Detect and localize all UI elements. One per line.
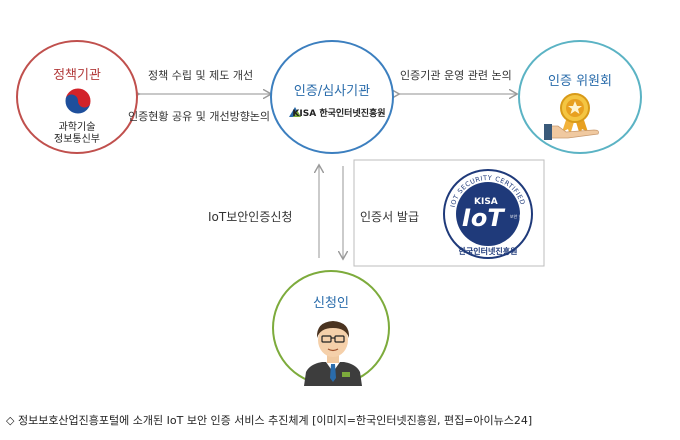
- node-gov-org-line1: 과학기술: [58, 122, 96, 133]
- label-status-share: 인증현황 공유 및 개선방향논의: [128, 110, 271, 123]
- node-committee-title: 인증 위원회: [548, 74, 612, 89]
- badge-kisa: KISA: [474, 197, 498, 207]
- taegeuk-icon: [64, 87, 92, 115]
- person-icon: [304, 321, 362, 386]
- award-hand-icon: [544, 93, 599, 140]
- node-cert-org: KISA 한국인터넷진흥원: [292, 109, 386, 119]
- node-gov: 정책기관 과학기술 정보통신부: [16, 40, 138, 154]
- certificate-box: [353, 159, 545, 267]
- badge-iot: IoT: [462, 204, 505, 232]
- node-cert: 인증/심사기관 KISA 한국인터넷진흥원: [270, 40, 394, 154]
- label-committee-discussion: 인증기관 운영 관련 논의: [400, 69, 512, 82]
- iot-certification-badge: IOT SECURITY CERTIFIED KISA IoT 보안 인증 한국…: [443, 169, 533, 259]
- kisa-logo-icon: [289, 107, 301, 117]
- node-committee: 인증 위원회: [518, 40, 642, 154]
- node-applicant-title: 신청인: [313, 296, 349, 311]
- node-applicant: 신청인: [272, 270, 390, 386]
- badge-bottom: 한국인터넷진흥원: [459, 246, 518, 256]
- label-apply: IoT보안인증신청: [208, 210, 293, 224]
- node-gov-title: 정책기관: [53, 68, 101, 83]
- badge-side: 보안 인증: [510, 213, 526, 219]
- node-gov-org-line2: 정보통신부: [54, 134, 100, 145]
- figure-caption: ◇ 정보보호산업진흥포털에 소개된 IoT 보안 인증 서비스 추진체계 [이미…: [6, 414, 533, 427]
- node-cert-title: 인증/심사기관: [293, 84, 371, 99]
- label-issue: 인증서 발급: [360, 210, 420, 224]
- label-policy: 정책 수립 및 제도 개선: [148, 69, 254, 82]
